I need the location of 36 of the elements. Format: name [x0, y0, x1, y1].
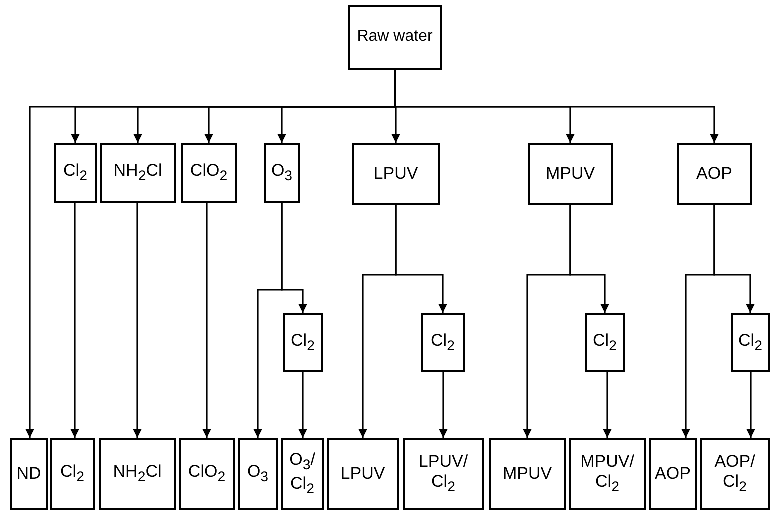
arrow: [298, 372, 308, 438]
process-box: Cl$_{2}$: [421, 313, 465, 372]
arrow: [570, 205, 610, 313]
arrow: [603, 372, 612, 438]
process-box: ClO$_{2}$: [179, 438, 235, 510]
process-box: Raw water: [348, 5, 442, 70]
process-box: Cl$_{2}$: [50, 438, 95, 510]
arrow: [714, 205, 755, 313]
arrow: [202, 203, 212, 438]
process-box: MPUV: [528, 143, 613, 205]
arrow: [133, 203, 142, 438]
arrow: [395, 205, 448, 313]
process-box: LPUV/ Cl$_{2}$: [403, 438, 484, 510]
process-box: MPUV: [489, 438, 566, 510]
process-box: Cl$_{2}$: [585, 313, 625, 372]
process-box: ND: [10, 438, 48, 510]
process-box: Cl$_{2}$: [731, 313, 770, 372]
process-box: MPUV/ Cl$_{2}$: [569, 438, 646, 510]
process-box: LPUV: [327, 438, 399, 510]
process-box: O$_{3}$: [264, 143, 300, 203]
process-box: AOP/ Cl$_{2}$: [700, 438, 770, 510]
process-box: Cl$_{2}$: [54, 143, 97, 203]
arrow: [746, 372, 756, 438]
process-box: NH$_{2}$Cl: [100, 143, 176, 203]
arrow: [70, 203, 80, 438]
process-box: O$_{3}$: [238, 438, 278, 510]
arrow: [281, 203, 308, 313]
process-box: NH$_{2}$Cl: [99, 438, 176, 510]
process-box: AOP: [677, 143, 752, 205]
process-box: AOP: [649, 438, 697, 510]
arrow: [439, 372, 448, 438]
arrow: [394, 70, 719, 143]
process-box: LPUV: [352, 143, 440, 205]
process-box: O$_{3}$/ Cl$_{2}$: [281, 438, 324, 510]
process-box: ClO$_{2}$: [181, 143, 237, 203]
process-box: Cl$_{2}$: [283, 313, 323, 372]
